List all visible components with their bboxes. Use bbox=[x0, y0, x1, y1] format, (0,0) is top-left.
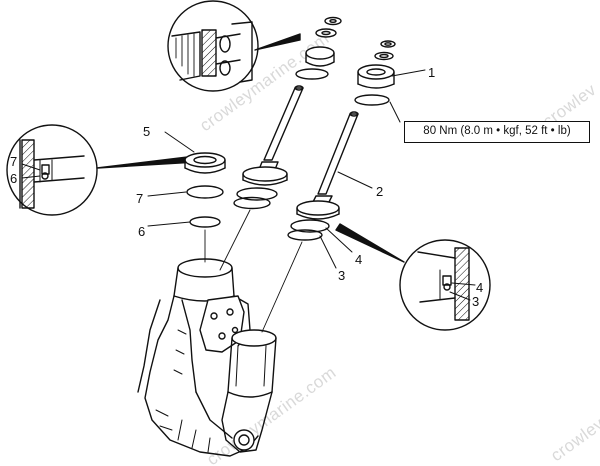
callout-6: 6 bbox=[138, 224, 145, 239]
callout-4: 4 bbox=[355, 252, 362, 267]
callout-7: 7 bbox=[136, 191, 143, 206]
part-1-cylinder-cap bbox=[354, 64, 395, 106]
right-seal-stack bbox=[374, 40, 396, 61]
leader-lines bbox=[21, 69, 476, 333]
detail-callout-7: 7 bbox=[10, 154, 17, 169]
detail-callout-4: 4 bbox=[476, 280, 483, 295]
detail-circle-right bbox=[335, 223, 491, 331]
detail-callout-6: 6 bbox=[10, 171, 17, 186]
left-tilt-rod bbox=[233, 85, 304, 210]
callout-labels: 1 2 3 4 5 6 7 3 4 6 7 bbox=[10, 65, 483, 309]
callout-2: 2 bbox=[376, 184, 383, 199]
callout-1: 1 bbox=[428, 65, 435, 80]
tilt-cylinder-body bbox=[137, 258, 277, 457]
detail-circle-left bbox=[6, 124, 197, 216]
callout-5: 5 bbox=[143, 124, 150, 139]
detail-callout-3: 3 bbox=[472, 294, 479, 309]
detail-circle-top bbox=[167, 0, 301, 92]
torque-spec-label: 80 Nm (8.0 m • kgf, 52 ft • lb) bbox=[404, 121, 590, 143]
top-seal-stack bbox=[295, 16, 342, 80]
watermarks: crowleymarine.com crowleymarine.com crow… bbox=[196, 29, 600, 466]
part-2-tilt-rod bbox=[287, 111, 359, 241]
callout-3: 3 bbox=[338, 268, 345, 283]
watermark-bottom-right: crowlev bbox=[547, 414, 600, 465]
part-5-seal-stack bbox=[184, 152, 226, 228]
